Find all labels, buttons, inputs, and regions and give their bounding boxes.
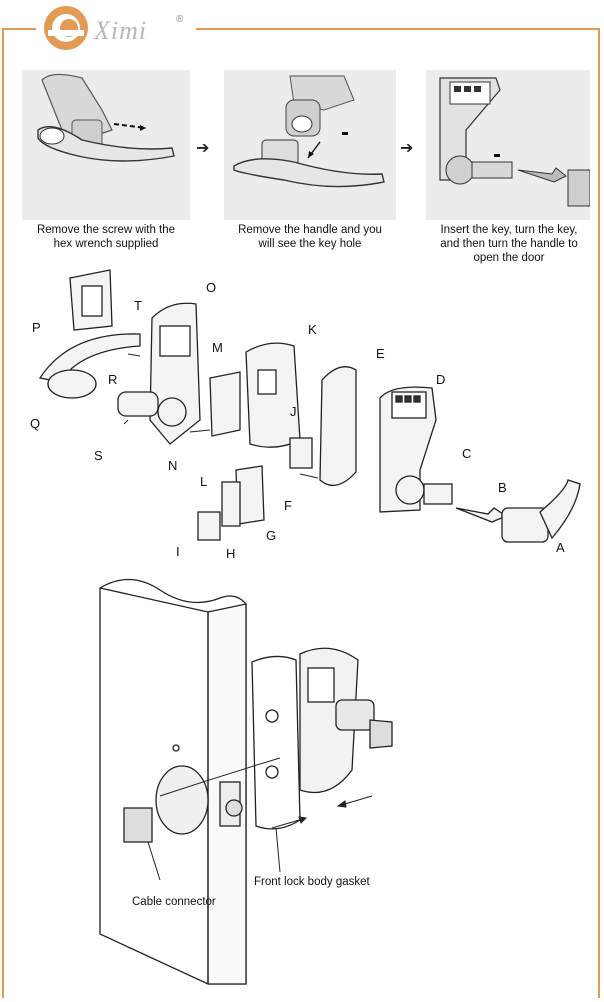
part-label-e: E xyxy=(376,346,385,361)
part-label-m: M xyxy=(212,340,223,355)
brand-registered-mark: ® xyxy=(176,14,184,25)
part-label-r: R xyxy=(108,372,118,387)
step-1-image xyxy=(22,70,190,220)
brand-emblem-icon xyxy=(44,6,88,50)
part-label-h: H xyxy=(226,546,236,561)
part-label-s: S xyxy=(94,448,103,463)
step-3-image xyxy=(426,70,590,220)
brand-logo: Ximi ® xyxy=(36,0,196,56)
part-label-o: O xyxy=(206,280,217,295)
part-label-c: C xyxy=(462,446,472,461)
part-label-d: D xyxy=(436,372,446,387)
step-arrow-2: ➔ xyxy=(400,140,414,157)
part-label-k: K xyxy=(308,322,317,337)
step-3-caption: Insert the key, turn the key, and then t… xyxy=(440,224,578,264)
step-2-caption: Remove the handle and you will see the k… xyxy=(238,224,382,250)
part-label-b: B xyxy=(498,480,507,495)
part-label-g: G xyxy=(266,528,277,543)
cable-connector-label: Cable connector xyxy=(132,896,216,908)
part-label-t: T xyxy=(134,298,142,313)
part-label-f: F xyxy=(284,498,292,513)
brand-name: Ximi xyxy=(94,16,148,45)
gasket-label: Front lock body gasket xyxy=(254,876,370,888)
step-arrow-1: ➔ xyxy=(196,140,210,157)
step-2-image xyxy=(224,70,396,220)
part-label-n: N xyxy=(168,458,178,473)
part-label-q: Q xyxy=(30,416,41,431)
step-1-caption: Remove the screw with the hex wrench sup… xyxy=(36,224,176,250)
part-label-j: J xyxy=(290,404,297,419)
part-label-i: I xyxy=(176,544,180,559)
part-label-a: A xyxy=(556,540,565,555)
orange-frame xyxy=(2,28,600,998)
part-label-p: P xyxy=(32,320,41,335)
part-label-l: L xyxy=(200,474,208,489)
